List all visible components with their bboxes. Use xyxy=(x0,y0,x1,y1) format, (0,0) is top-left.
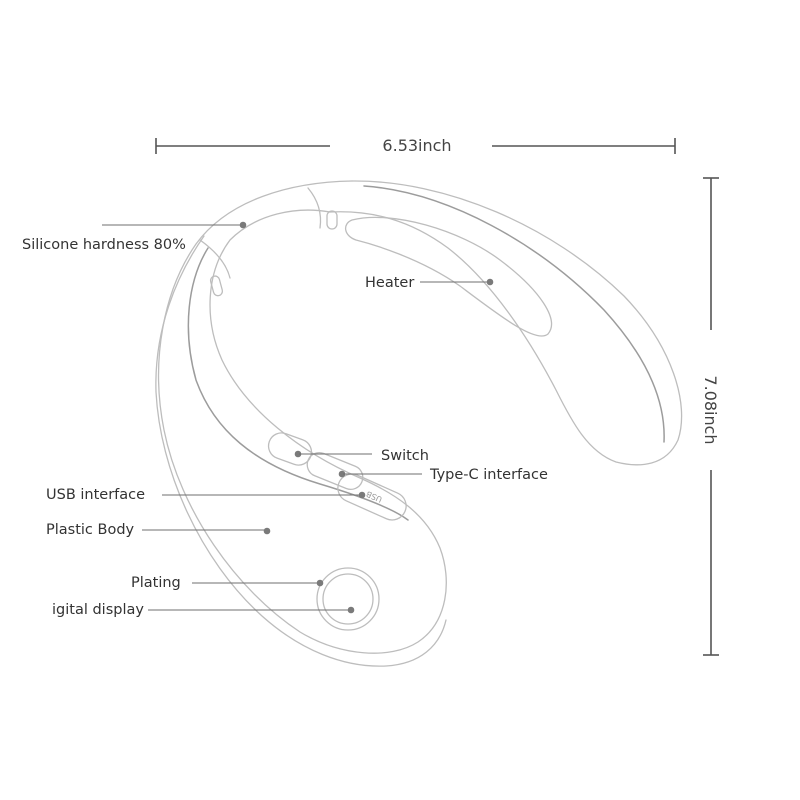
usb-label: USB interface xyxy=(46,487,145,503)
heater-label: Heater xyxy=(365,275,414,291)
switch-label: Switch xyxy=(381,448,429,464)
callout-type-c: Type-C interface xyxy=(338,467,548,483)
callout-heater: Heater xyxy=(365,275,494,291)
usb-marking: USB xyxy=(365,489,384,504)
callout-plating: Plating xyxy=(131,575,324,591)
callout-plastic-body: Plastic Body xyxy=(46,522,271,538)
width-label: 6.53inch xyxy=(382,136,451,155)
plating-label: Plating xyxy=(131,575,181,591)
silicone-label: Silicone hardness 80% xyxy=(22,237,186,253)
display-label: igital display xyxy=(52,602,144,618)
plastic-body-label: Plastic Body xyxy=(46,522,135,538)
height-dimension: 7.08inch xyxy=(701,177,720,656)
callout-display: igital display xyxy=(52,602,355,618)
display-ring-outer xyxy=(316,567,380,631)
callout-usb: USB interface xyxy=(46,487,366,503)
height-label: 7.08inch xyxy=(701,375,720,444)
width-dimension: 6.53inch xyxy=(155,136,676,155)
display-ring-inner xyxy=(322,573,374,625)
device-outline: USB xyxy=(155,180,683,667)
callout-switch: Switch xyxy=(294,448,429,464)
callout-silicone: Silicone hardness 80% xyxy=(22,221,247,253)
type-c-label: Type-C interface xyxy=(429,467,548,483)
